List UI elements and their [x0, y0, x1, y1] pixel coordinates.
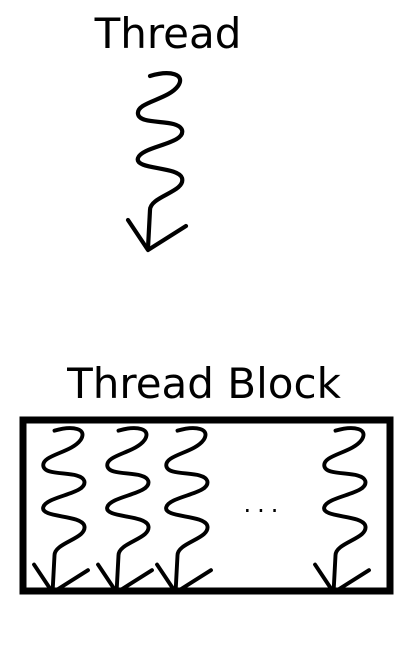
ellipsis-text: ...: [244, 490, 285, 518]
block-thread-2-wave: [105, 426, 151, 593]
thread-block-title: Thread Block: [67, 359, 341, 408]
block-thread-3-arrowhead: [155, 562, 213, 595]
block-thread-2-arrowhead: [96, 562, 154, 595]
thread-arrowhead: [125, 217, 189, 253]
thread-squiggle: [125, 71, 189, 253]
block-thread-2: [96, 426, 154, 595]
thread-wave-line: [135, 71, 185, 251]
thread-title: Thread: [94, 9, 242, 58]
thread-block-frame: [19, 416, 394, 595]
block-thread-4: [313, 426, 371, 595]
block-thread-1-wave: [41, 426, 87, 593]
block-thread-4-arrowhead: [313, 562, 371, 595]
block-thread-4-wave: [322, 426, 368, 593]
block-thread-3: [155, 426, 213, 595]
block-thread-1: [32, 426, 90, 595]
block-thread-3-wave: [164, 426, 210, 593]
block-thread-1-arrowhead: [32, 562, 90, 595]
